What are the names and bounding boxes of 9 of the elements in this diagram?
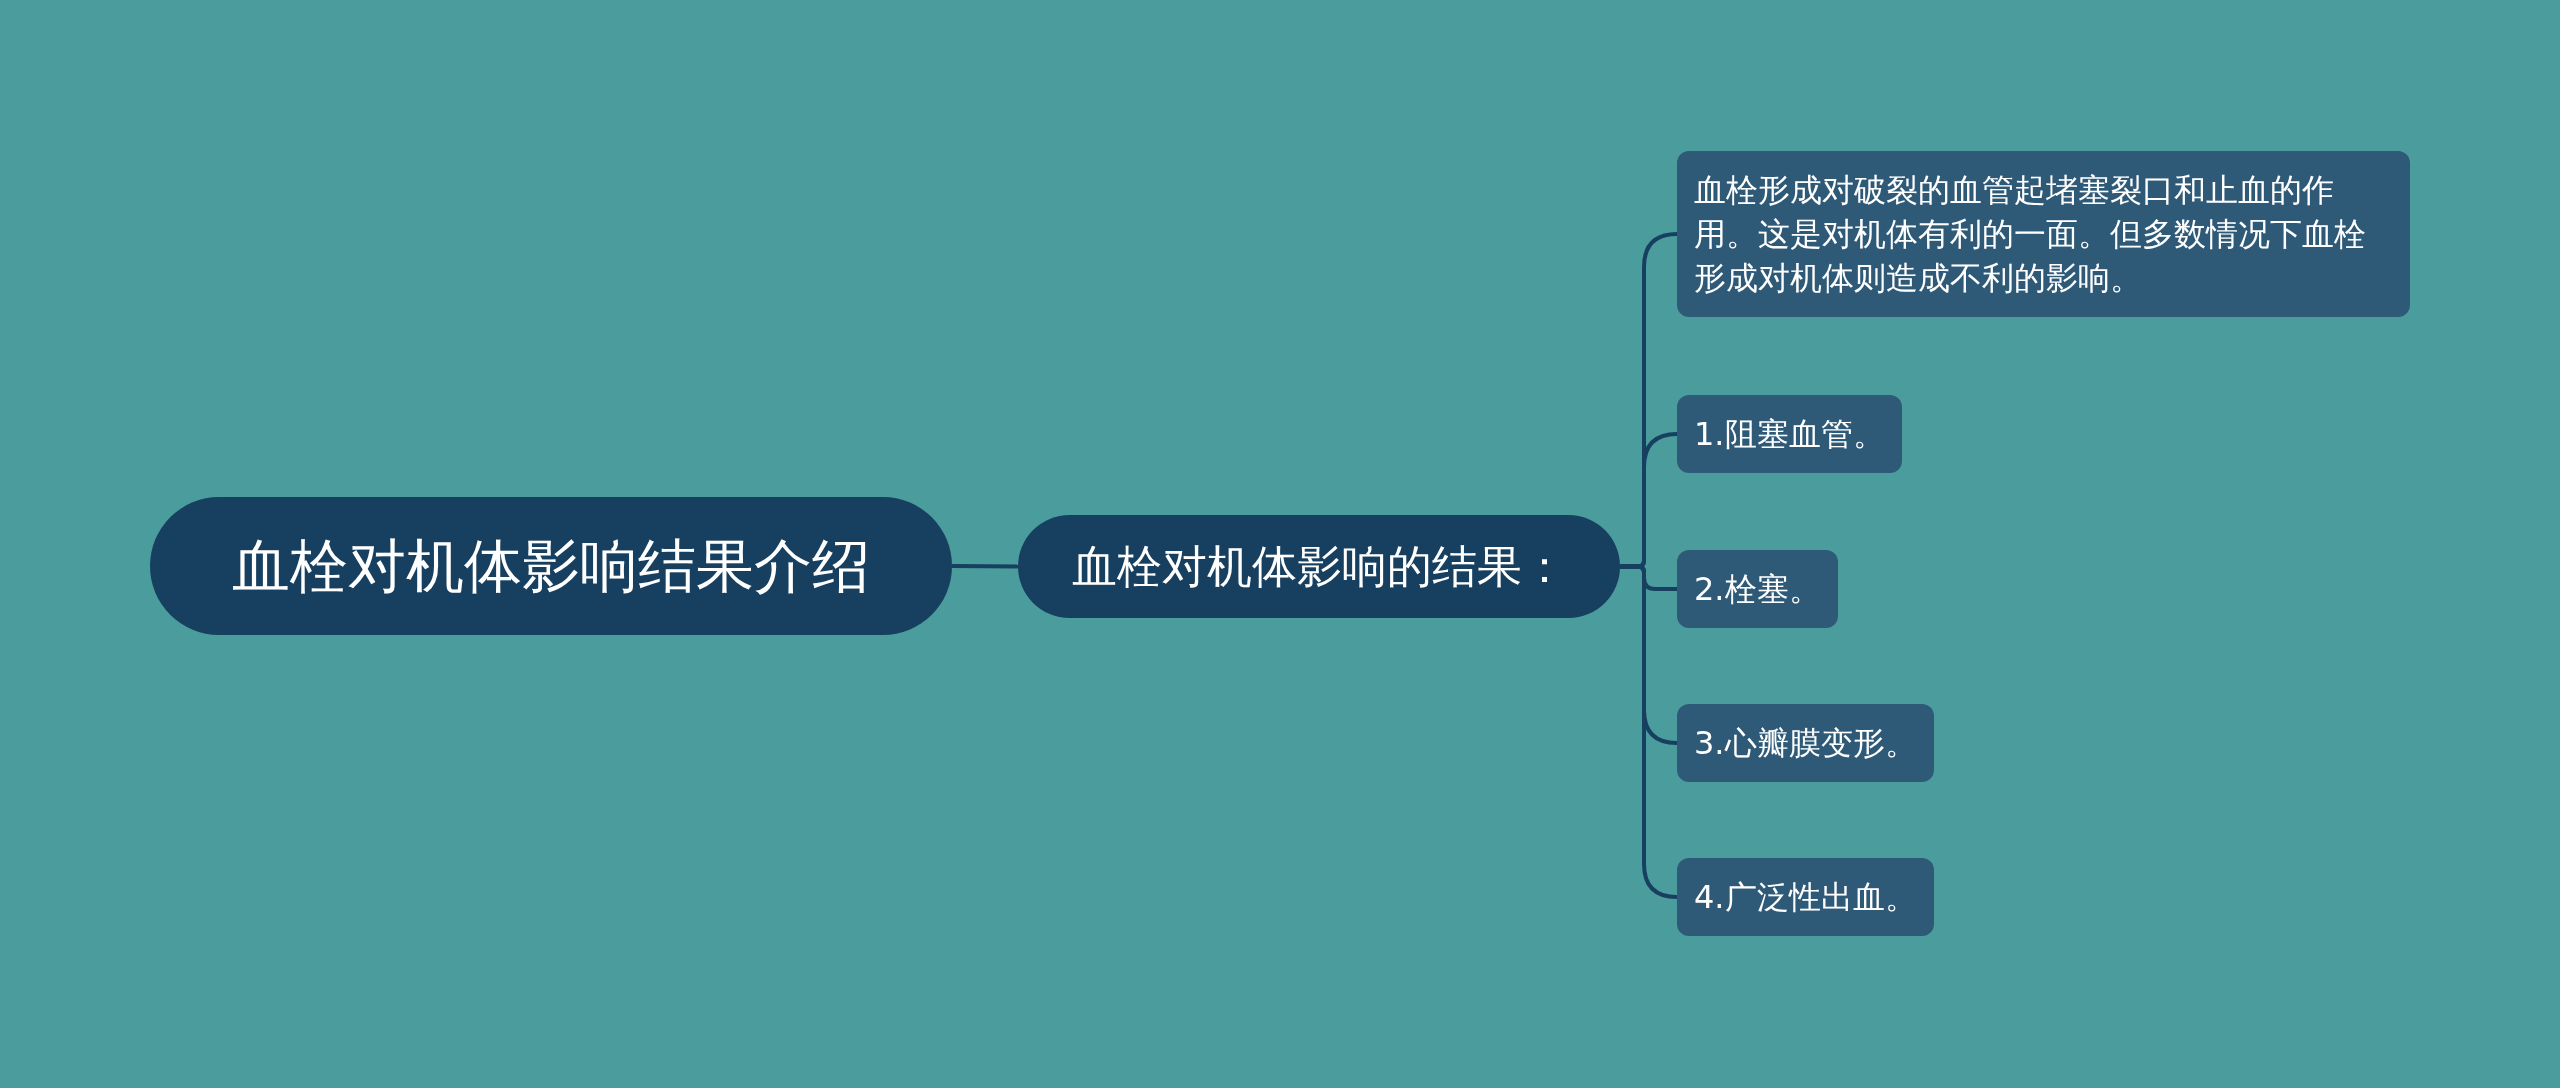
leaf-box: 3.心瓣膜变形。 — [1677, 704, 1934, 782]
leaf-box: 血栓形成对破裂的血管起堵塞裂口和止血的作用。这是对机体有利的一面。但多数情况下血栓形成对机体则造成不利的影响。 — [1677, 151, 2410, 317]
leaf-box: 1.阻塞血管。 — [1677, 395, 1902, 473]
leaf-box: 4.广泛性出血。 — [1677, 858, 1934, 936]
connector-line — [1620, 564, 1679, 899]
leaf-box: 2.栓塞。 — [1677, 550, 1838, 628]
connector-line — [952, 564, 1018, 569]
subtopic-box: 血栓对机体影响的结果： — [1018, 515, 1620, 618]
central-topic: 血栓对机体影响结果介绍 — [150, 497, 952, 635]
